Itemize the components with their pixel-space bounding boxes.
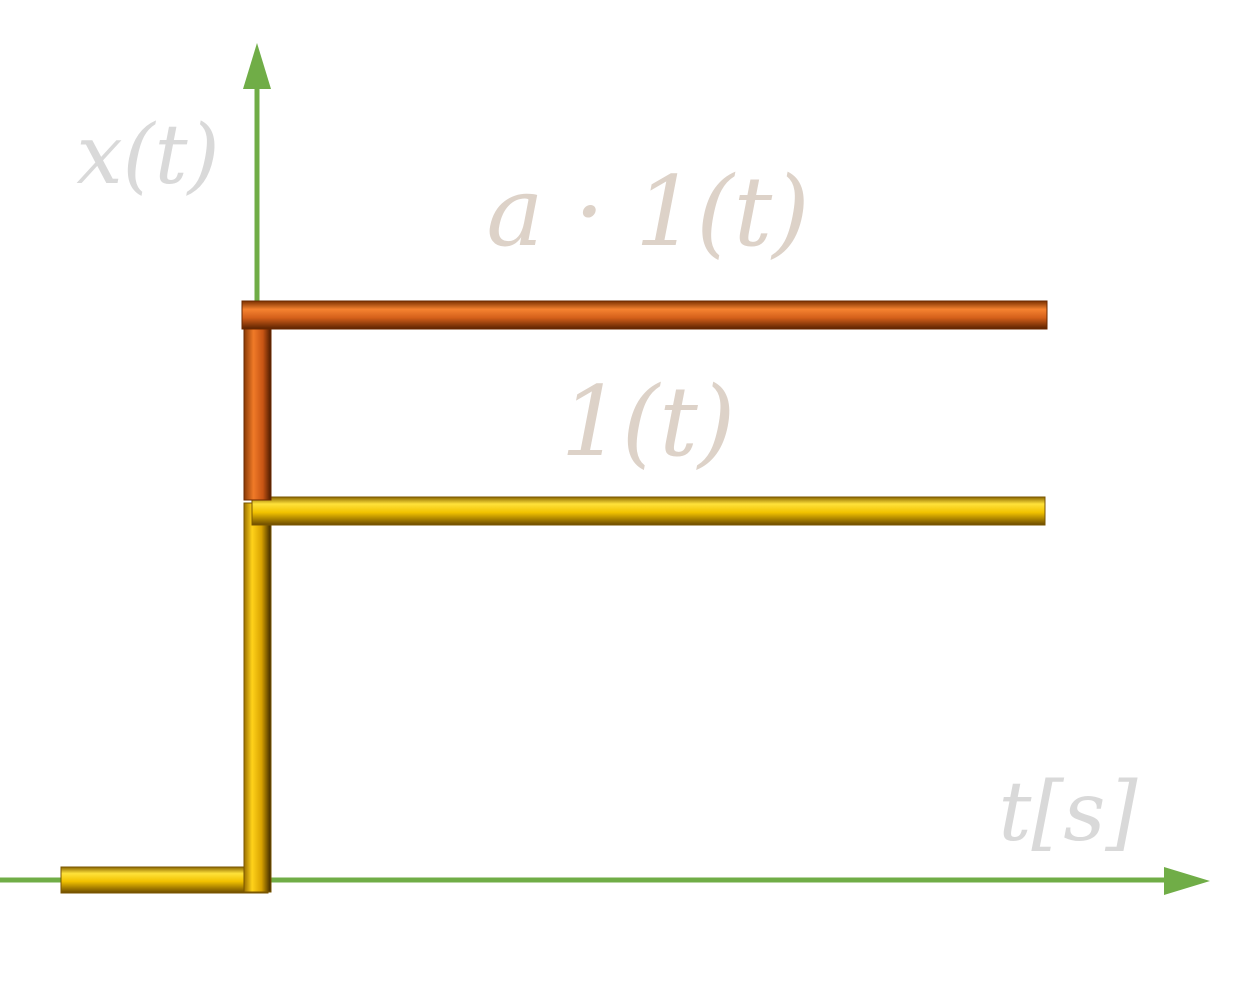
scaled-step-rising-edge [243,311,272,501]
scaled-step-signal [241,300,1048,501]
scaled-step-label: a · 1(t) [486,156,809,268]
unit-step-signal [60,496,1046,894]
x-axis-arrowhead-icon [1164,867,1210,895]
y-axis-label: x(t) [76,108,219,203]
unit-step-rising-edge [243,502,272,893]
x-axis-label: t[s] [998,765,1138,860]
y-axis-arrowhead-icon [243,43,271,89]
scaled-step-high-segment [241,300,1048,330]
unit-step-label: 1(t) [561,366,736,478]
unit-step-zero-segment [60,866,269,894]
unit-step-high-segment [251,496,1046,526]
